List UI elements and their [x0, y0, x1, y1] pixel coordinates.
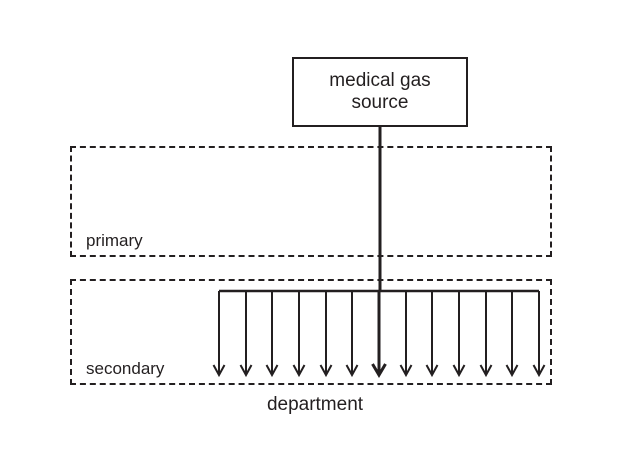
medical-gas-source-box: medical gas source [292, 57, 468, 127]
zone-secondary: secondary [70, 279, 552, 385]
zone-primary: primary [70, 146, 552, 257]
medical-gas-source-label: medical gas source [329, 69, 431, 113]
department-caption: department [266, 394, 364, 415]
zone-primary-label: primary [86, 231, 143, 250]
zone-secondary-label: secondary [86, 359, 165, 378]
